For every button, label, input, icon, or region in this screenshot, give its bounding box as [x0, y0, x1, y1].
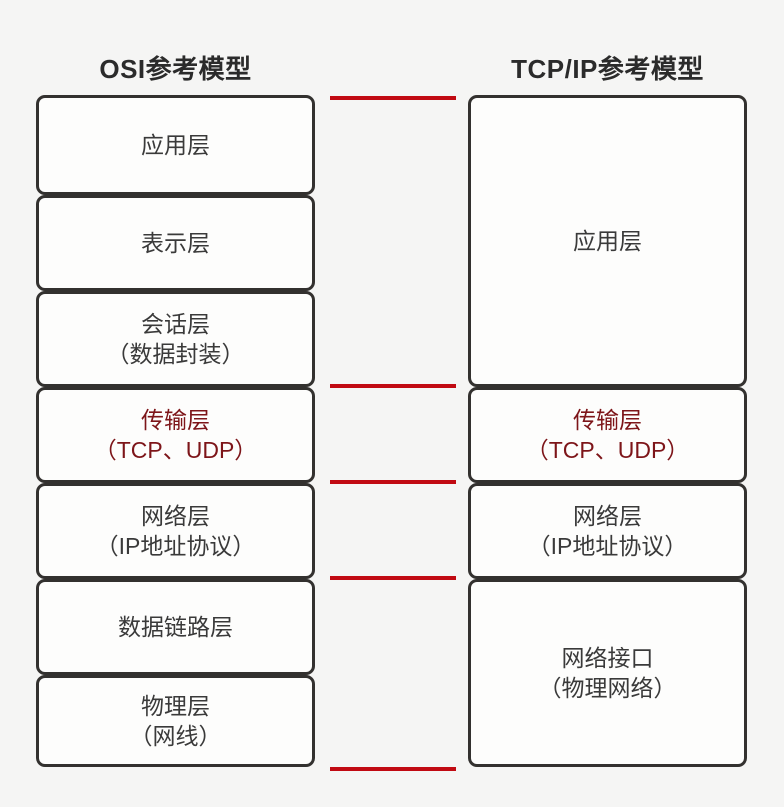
- osi-layer-detail: （网线）: [129, 723, 222, 749]
- osi-layer-name: 应用层: [141, 131, 210, 158]
- layer-mapping-connector-line: [330, 767, 456, 771]
- osi-layer-box: 传输层 （TCP、UDP）: [36, 387, 315, 483]
- tcpip-layer-name: 应用层: [573, 227, 642, 254]
- osi-layer-detail: （TCP、UDP）: [93, 437, 258, 463]
- osi-layer-box: 应用层: [36, 95, 315, 195]
- tcpip-layer-box: 网络接口 （物理网络）: [468, 579, 747, 767]
- osi-layer-detail: （数据封装）: [106, 341, 245, 367]
- osi-layer-name: 网络层: [141, 502, 210, 529]
- layer-mapping-connector-line: [330, 384, 456, 388]
- osi-layer-box: 表示层: [36, 195, 315, 291]
- tcpip-layer-box: 传输层 （TCP、UDP）: [468, 387, 747, 483]
- tcpip-layer-detail: （TCP、UDP）: [525, 437, 690, 463]
- osi-layer-name: 会话层: [141, 310, 210, 337]
- osi-layer-stack: 应用层表示层会话层 （数据封装） 传输层 （TCP、UDP） 网络层 （IP地址协议） 数据…: [36, 95, 315, 767]
- osi-layer-box: 会话层 （数据封装）: [36, 291, 315, 387]
- tcpip-layer-box: 应用层: [468, 95, 747, 387]
- tcpip-layer-name: 网络层: [573, 502, 642, 529]
- osi-layer-name: 传输层: [141, 406, 210, 433]
- osi-layer-box: 数据链路层: [36, 579, 315, 675]
- tcpip-layer-detail: （IP地址协议）: [527, 533, 688, 559]
- osi-layer-box: 网络层 （IP地址协议）: [36, 483, 315, 579]
- tcpip-layer-name: 传输层: [573, 406, 642, 433]
- left-column-heading: OSI参考模型: [99, 54, 252, 84]
- osi-layer-name: 数据链路层: [118, 613, 233, 640]
- osi-layer-name: 物理层: [141, 692, 210, 719]
- osi-layer-name: 表示层: [141, 229, 210, 256]
- tcpip-layer-stack: 应用层传输层 （TCP、UDP） 网络层 （IP地址协议） 网络接口 （物理网络）: [468, 95, 747, 767]
- tcpip-layer-detail: （物理网络）: [538, 675, 677, 701]
- layer-mapping-connector-line: [330, 576, 456, 580]
- osi-layer-detail: （IP地址协议）: [95, 533, 256, 559]
- tcpip-layer-name: 网络接口: [561, 644, 654, 671]
- layer-mapping-connector-line: [330, 96, 456, 100]
- tcpip-layer-box: 网络层 （IP地址协议）: [468, 483, 747, 579]
- layer-mapping-connector-line: [330, 480, 456, 484]
- osi-layer-box: 物理层 （网线）: [36, 675, 315, 767]
- right-column-heading: TCP/IP参考模型: [511, 54, 704, 84]
